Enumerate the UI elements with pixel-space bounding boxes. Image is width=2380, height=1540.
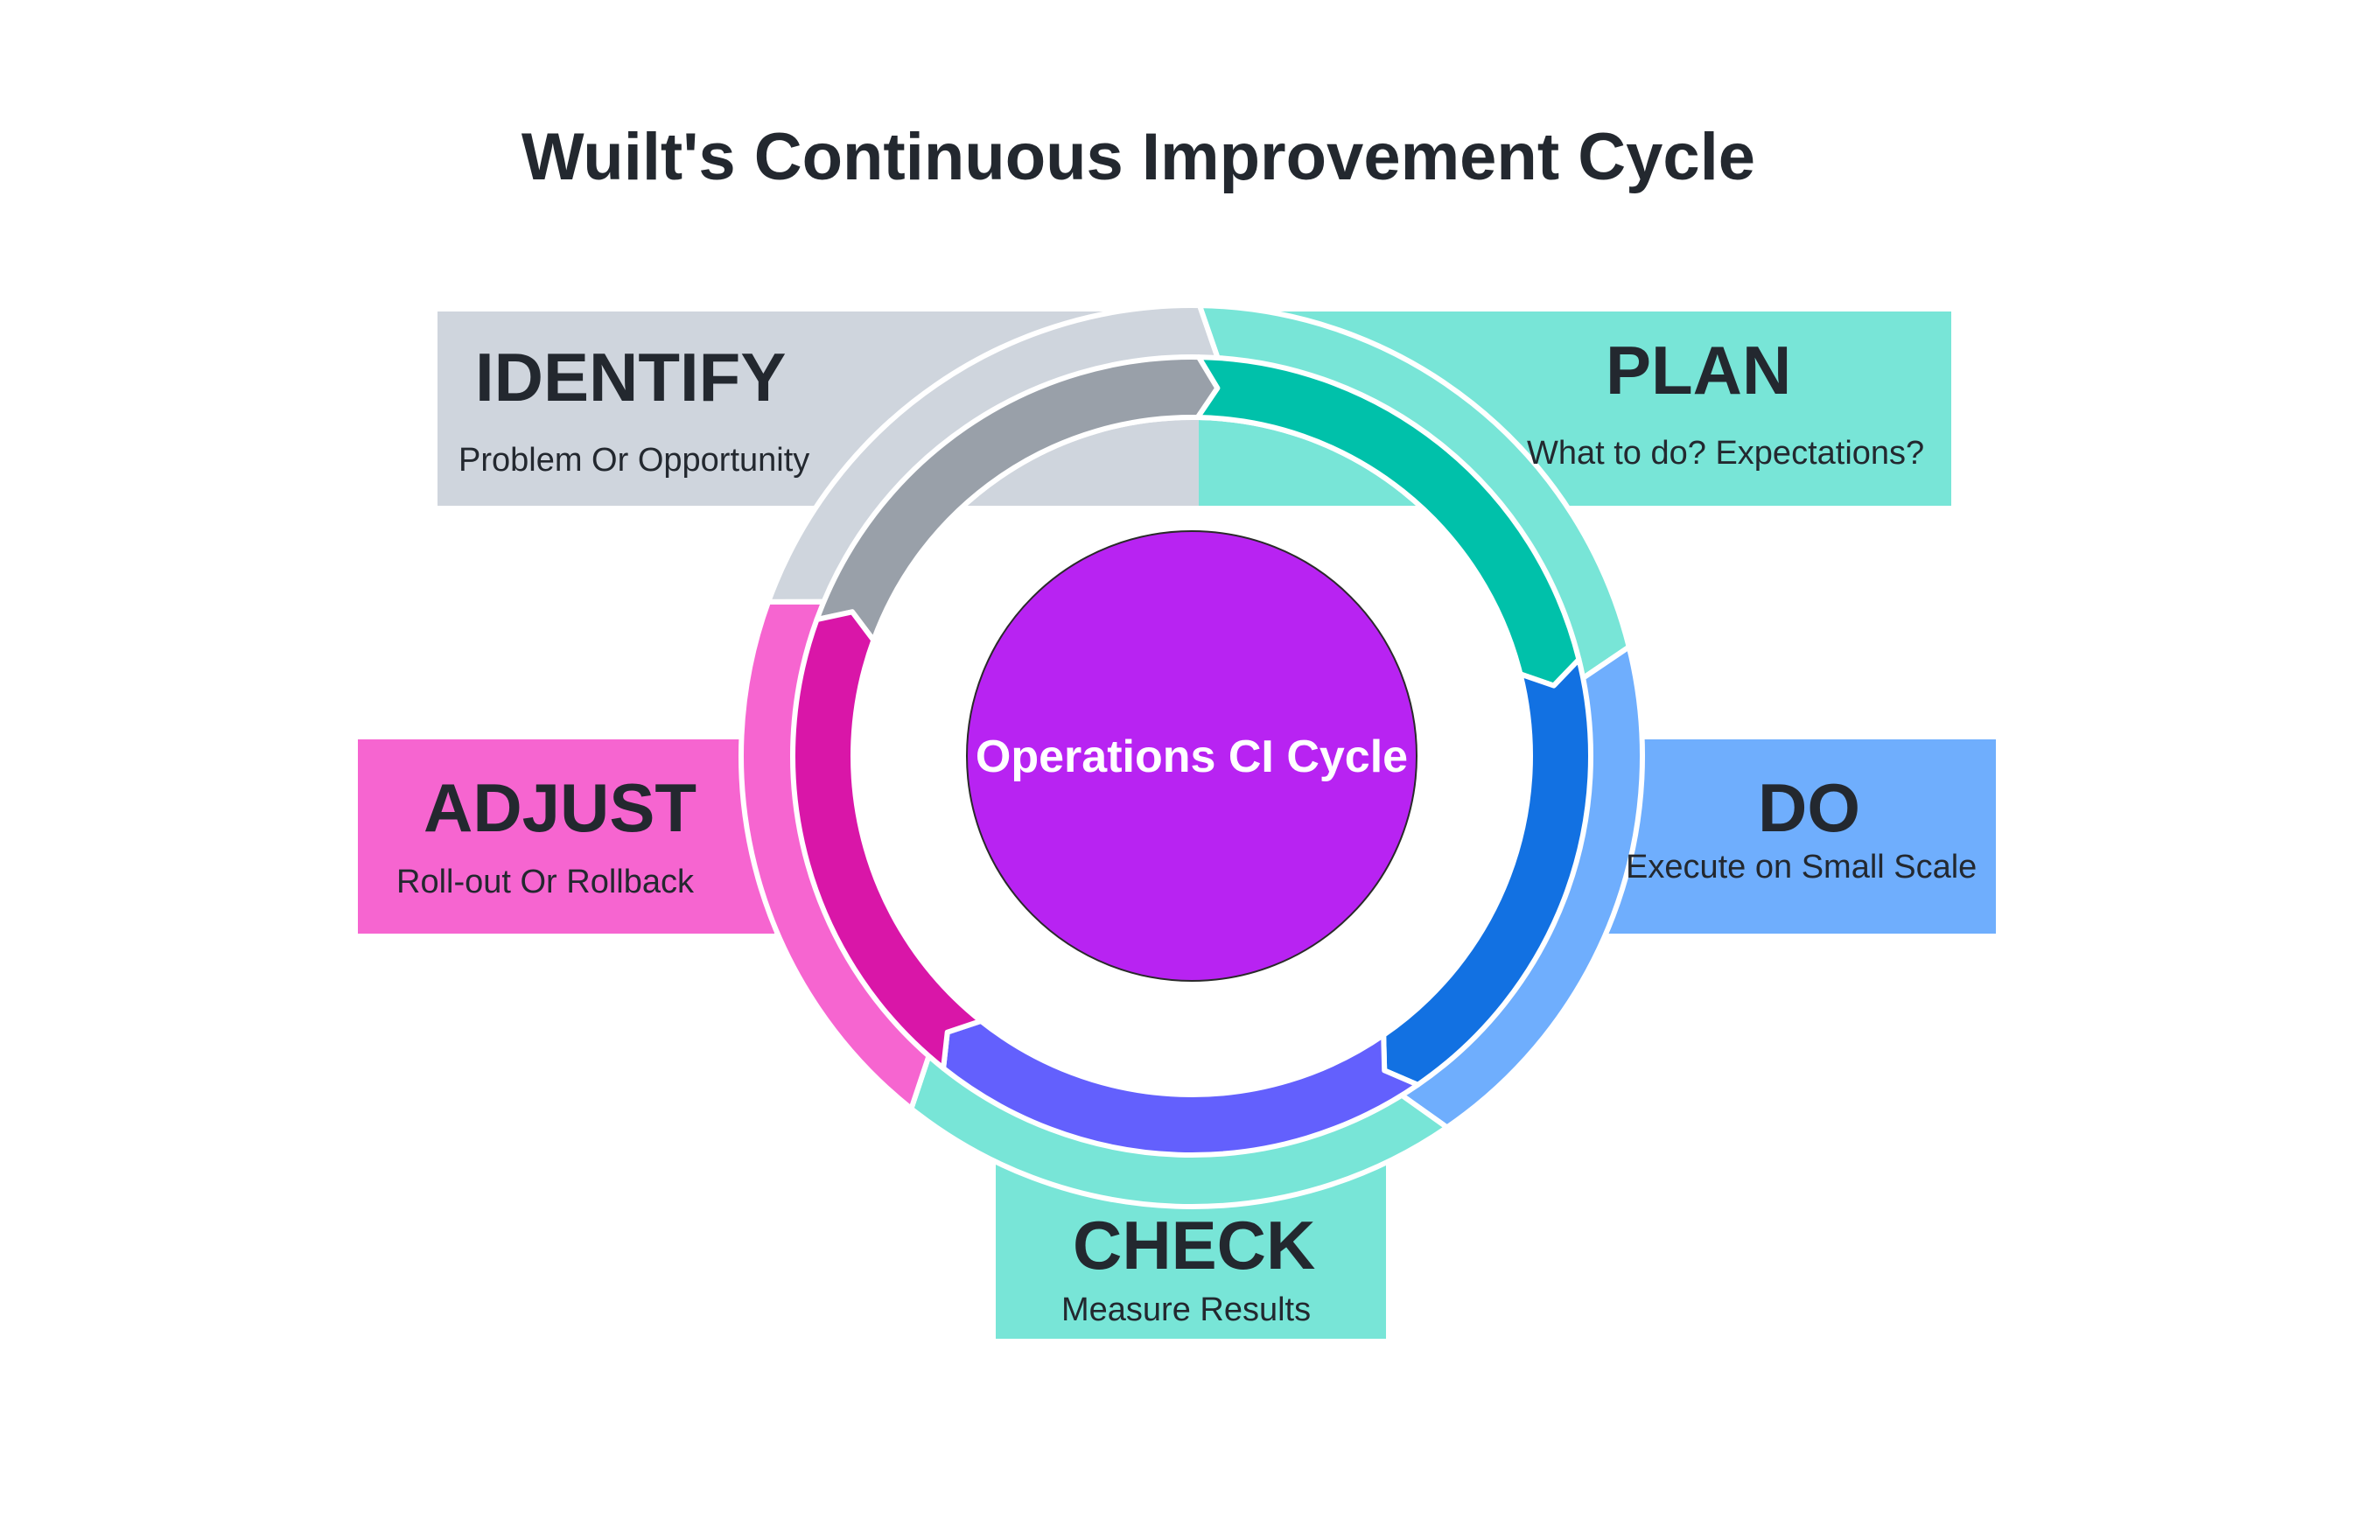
plan-heading: PLAN <box>1606 332 1791 409</box>
identify-description: Problem Or Opportunity <box>458 442 809 479</box>
identify-heading: IDENTIFY <box>475 339 786 416</box>
check-heading: CHECK <box>1073 1207 1315 1284</box>
adjust-description: Roll-out Or Rollback <box>396 864 695 900</box>
do-heading: DO <box>1758 769 1860 846</box>
plan-description: What to do? Expectations? <box>1527 435 1924 472</box>
diagram-title: Wuilt's Continuous Improvement Cycle <box>522 120 1755 194</box>
check-description: Measure Results <box>1061 1292 1311 1328</box>
adjust-box <box>358 739 774 934</box>
center-circle <box>966 530 1418 982</box>
do-box <box>1578 739 1996 934</box>
adjust-inner-arc <box>790 609 984 1071</box>
adjust-heading: ADJUST <box>424 769 696 846</box>
do-description: Execute on Small Scale <box>1626 849 1977 886</box>
center-label: Operations CI Cycle <box>976 732 1408 782</box>
